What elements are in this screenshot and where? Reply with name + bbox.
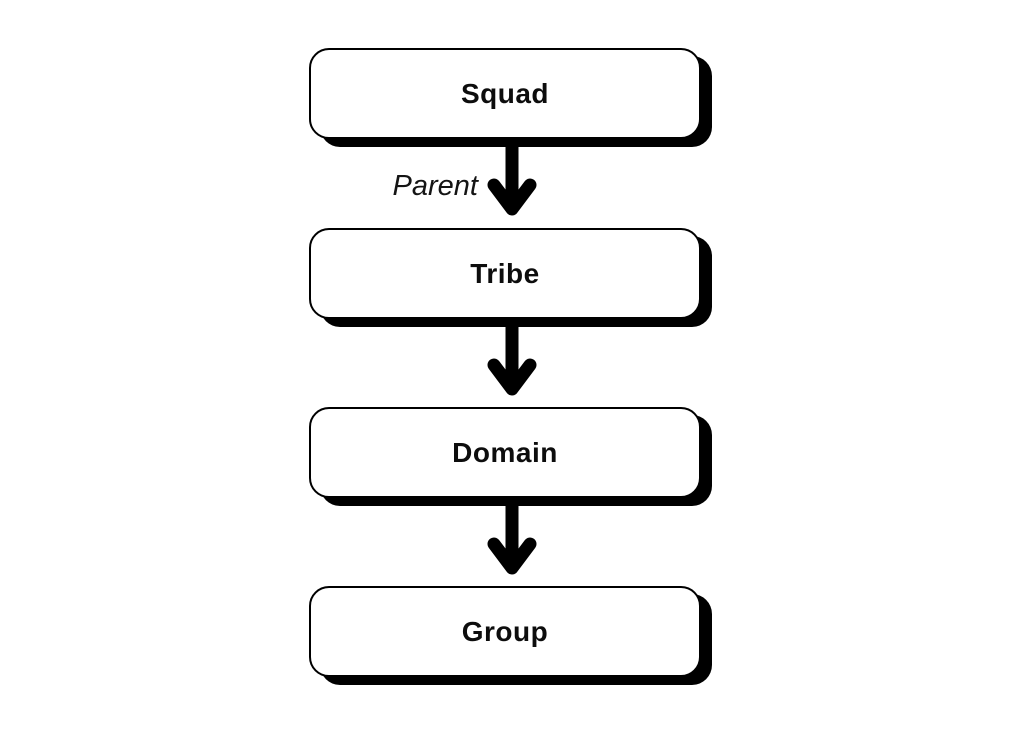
arrow-down-icon: [487, 139, 537, 216]
edge-label-parent: Parent: [392, 170, 478, 202]
node-domain: Domain: [309, 407, 701, 498]
node-tribe-label: Tribe: [470, 257, 540, 289]
node-squad-label: Squad: [460, 77, 550, 109]
node-domain-label: Domain: [452, 436, 558, 468]
node-group: Group: [309, 586, 701, 677]
node-tribe: Tribe: [309, 228, 701, 319]
arrow-down-icon: [487, 319, 537, 396]
arrow-down-icon: [487, 498, 537, 575]
node-group-label: Group: [461, 615, 549, 647]
node-squad: Squad: [309, 48, 701, 139]
